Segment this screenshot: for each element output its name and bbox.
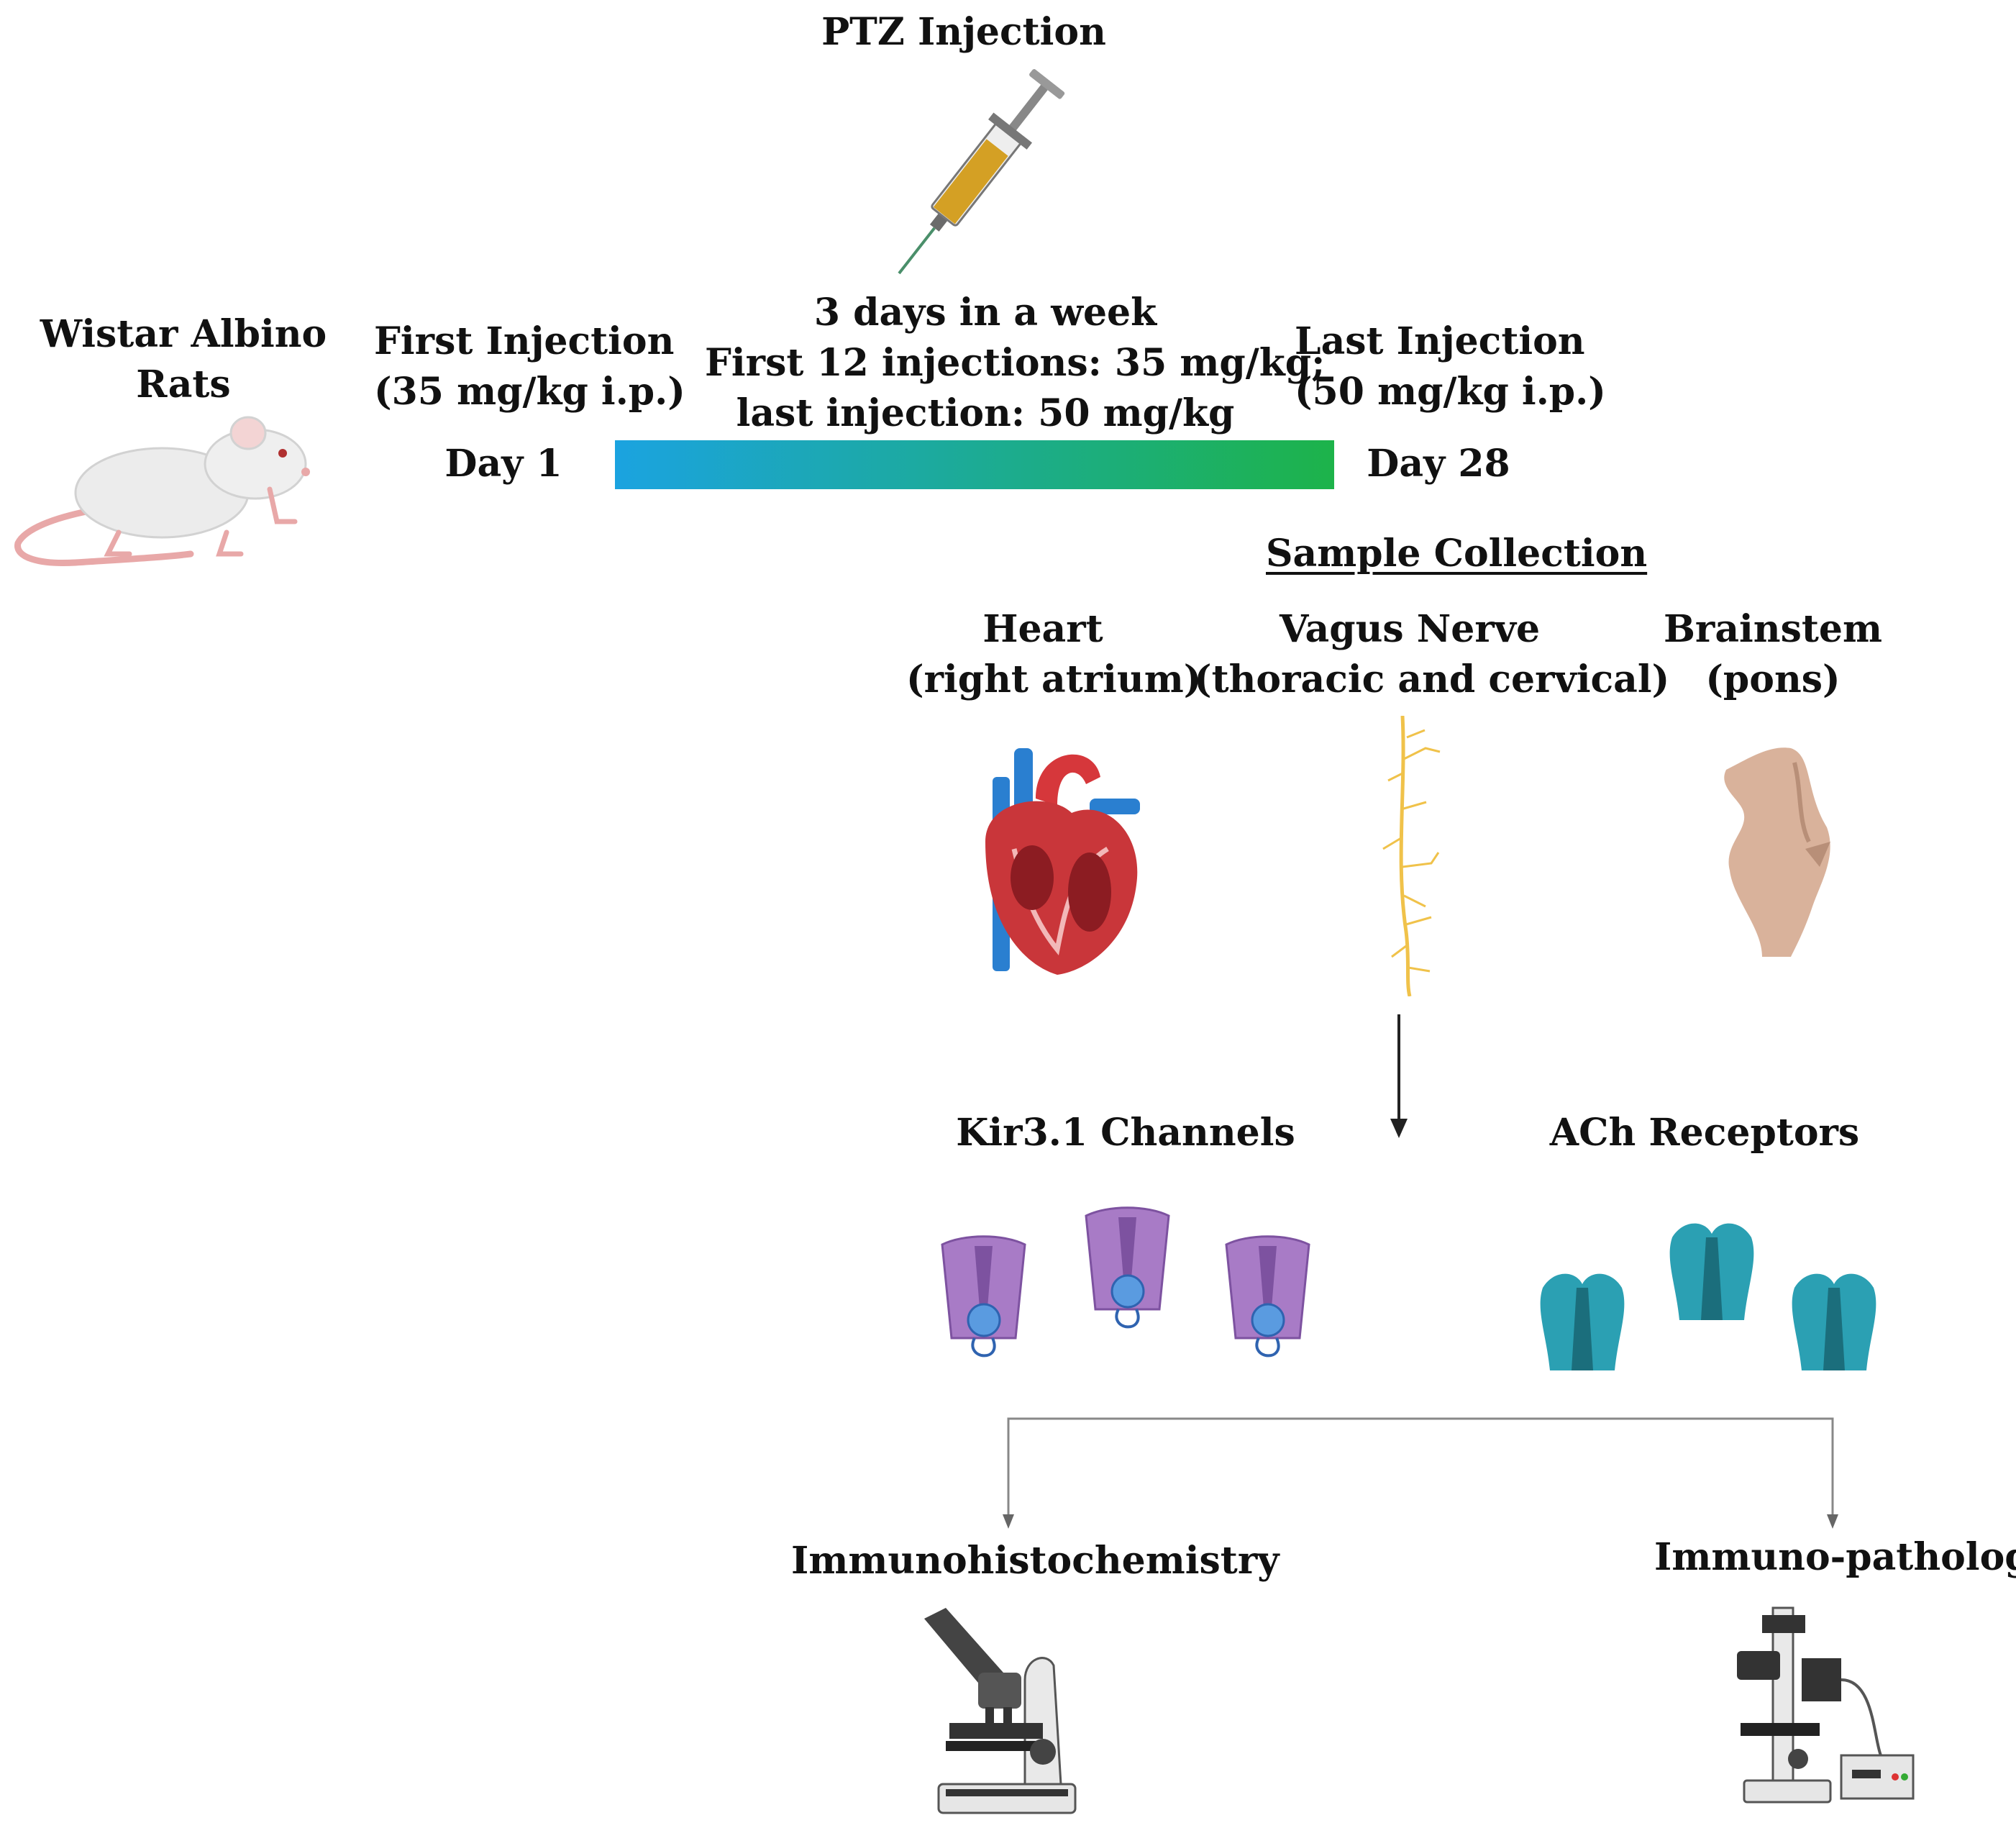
schedule-line1: 3 days in a week <box>813 291 1157 335</box>
last-injection-line2: (50 mg/kg i.p.) <box>1295 370 1606 414</box>
vagus-line2: (thoracic and cervical) <box>1194 658 1670 701</box>
down-arrow <box>1385 1014 1413 1140</box>
kir-channel-icon <box>1079 1201 1176 1338</box>
brainstem-line2: (pons) <box>1705 658 1841 701</box>
brainstem-icon <box>1712 741 1841 957</box>
heart-line2: (right atrium) <box>906 658 1202 701</box>
schedule-line3: last injection: 50 mg/kg <box>736 391 1235 435</box>
heart-line1: Heart <box>982 607 1103 651</box>
heart-label: Heart (right atrium) <box>906 604 1202 705</box>
kir-channels-label: Kir3.1 Channels <box>956 1111 1295 1155</box>
kir-channel-icon <box>1219 1230 1316 1367</box>
ach-receptor-icon <box>1532 1266 1633 1374</box>
microscope-icon <box>917 1601 1097 1816</box>
rats-line2: Rats <box>136 363 231 406</box>
first-injection-line1: First Injection <box>374 319 675 363</box>
syringe-icon <box>885 68 1115 284</box>
vagus-nerve-icon <box>1374 716 1460 996</box>
heart-icon <box>964 734 1151 978</box>
timeline-bar <box>615 440 1334 489</box>
ach-receptor-icon <box>1661 1216 1762 1324</box>
first-injection-line2: (35 mg/kg i.p.) <box>374 370 685 414</box>
rat-icon <box>11 403 342 576</box>
rats-label: Wistar Albino Rats <box>29 309 338 410</box>
ptz-injection-title: PTZ Injection <box>821 10 1106 54</box>
brainstem-line1: Brainstem <box>1663 607 1882 651</box>
kir-channel-icon <box>935 1230 1032 1367</box>
rats-line1: Wistar Albino <box>40 312 327 356</box>
schedule-line2: First 12 injections: 35 mg/kg; <box>705 341 1326 385</box>
vagus-line1: Vagus Nerve <box>1279 607 1541 651</box>
fluorescence-microscope-icon <box>1730 1601 1917 1809</box>
ach-receptors-label: ACh Receptors <box>1549 1111 1860 1155</box>
brainstem-label: Brainstem (pons) <box>1654 604 1892 705</box>
branch-connector <box>1000 1410 1848 1532</box>
last-injection-label: Last Injection (50 mg/kg i.p.) <box>1295 317 1606 417</box>
day-1-label: Day 1 <box>444 442 562 486</box>
first-injection-label: First Injection (35 mg/kg i.p.) <box>374 317 685 417</box>
ach-receptor-icon <box>1784 1266 1884 1374</box>
immunohistochemistry-label: Immunohistochemistry <box>791 1539 1280 1583</box>
immuno-pathology-label: Immuno-pathology <box>1654 1535 2016 1579</box>
sample-collection-title: Sample Collection <box>1266 532 1648 576</box>
vagus-label: Vagus Nerve (thoracic and cervical) <box>1194 604 1670 705</box>
day-28-label: Day 28 <box>1367 442 1510 486</box>
schedule-label: 3 days in a week First 12 injections: 35… <box>705 288 1326 439</box>
last-injection-line1: Last Injection <box>1295 319 1585 363</box>
